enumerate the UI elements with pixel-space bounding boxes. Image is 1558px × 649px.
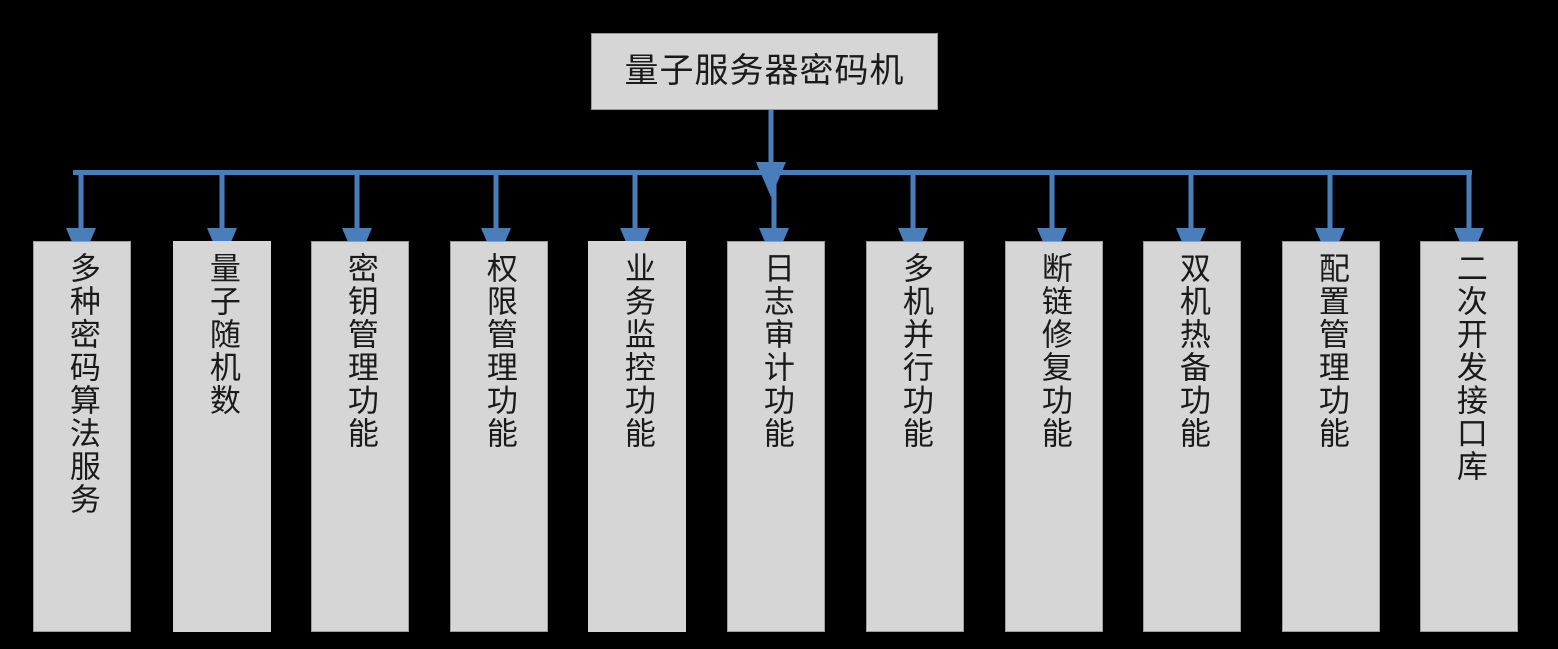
leaf-node-8[interactable]: 断链修复功能 xyxy=(1005,241,1103,632)
leaf-node-10[interactable]: 配置管理功能 xyxy=(1282,241,1380,632)
leaf-node-4-label: 权限管理功能 xyxy=(481,252,517,450)
leaf-node-9[interactable]: 双机热备功能 xyxy=(1143,241,1241,632)
leaf-node-10-label: 配置管理功能 xyxy=(1313,252,1349,450)
leaf-node-7-label: 多机并行功能 xyxy=(897,252,933,450)
leaf-node-6[interactable]: 日志审计功能 xyxy=(727,241,825,632)
leaf-node-5-label: 业务监控功能 xyxy=(619,252,655,450)
leaf-node-1[interactable]: 多种密码算法服务 xyxy=(33,241,131,632)
bus-to-leaf-connectors xyxy=(66,172,1484,263)
leaf-node-2-label: 量子随机数 xyxy=(204,252,240,417)
leaf-node-4[interactable]: 权限管理功能 xyxy=(450,241,548,632)
root-node[interactable]: 量子服务器密码机 xyxy=(591,33,938,110)
leaf-node-11-label: 二次开发接口库 xyxy=(1451,252,1487,483)
leaf-node-8-label: 断链修复功能 xyxy=(1036,252,1072,450)
leaf-node-3-label: 密钥管理功能 xyxy=(342,252,378,450)
root-node-label: 量子服务器密码机 xyxy=(624,52,905,90)
leaf-node-2[interactable]: 量子随机数 xyxy=(173,241,271,632)
leaf-node-1-label: 多种密码算法服务 xyxy=(64,252,100,516)
leaf-node-3[interactable]: 密钥管理功能 xyxy=(311,241,409,632)
leaf-node-6-label: 日志审计功能 xyxy=(758,252,794,450)
leaf-node-5[interactable]: 业务监控功能 xyxy=(588,241,686,632)
leaf-node-7[interactable]: 多机并行功能 xyxy=(866,241,964,632)
leaf-node-9-label: 双机热备功能 xyxy=(1174,252,1210,450)
leaf-node-11[interactable]: 二次开发接口库 xyxy=(1420,241,1518,632)
